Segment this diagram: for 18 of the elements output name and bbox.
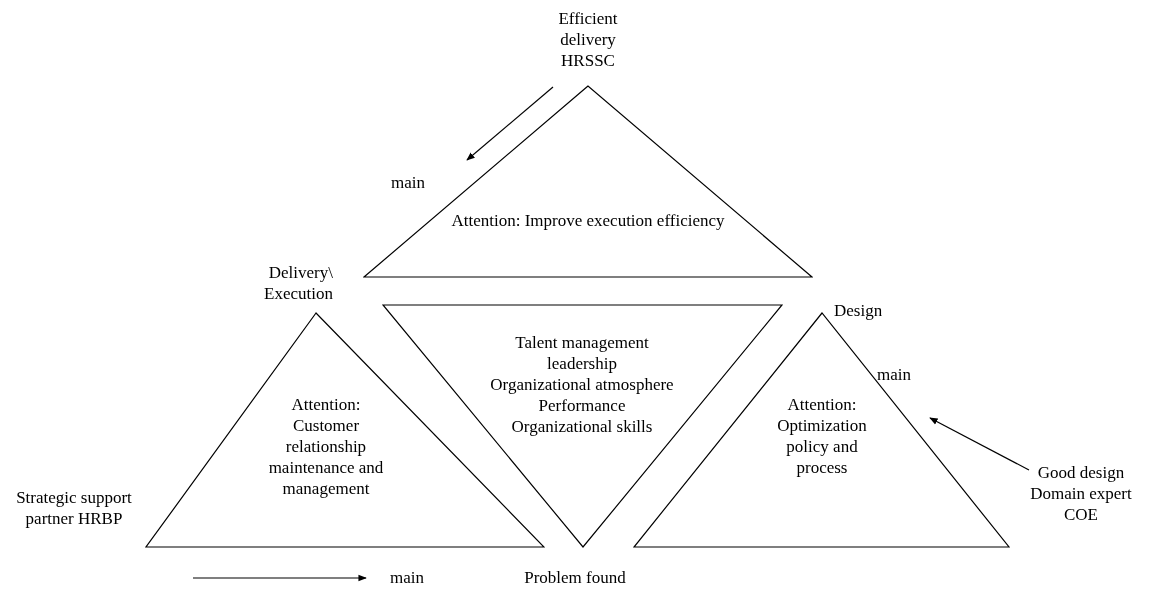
node-text: Performance xyxy=(537,395,627,416)
side-label: Design xyxy=(834,300,884,321)
role-caption: Strategic support partner HRBP xyxy=(15,487,133,529)
side-label: Delivery\ Execution xyxy=(263,262,333,304)
arrow-label: main xyxy=(390,567,425,588)
node-text: Organizational skills xyxy=(510,416,654,437)
role-caption: Efficient delivery HRSSC xyxy=(557,8,619,71)
node-text: Talent management xyxy=(514,332,650,353)
arrow-label: main xyxy=(877,364,912,385)
role-caption: Good design Domain expert COE xyxy=(1029,462,1133,525)
node-text: Attention: Optimization policy and process xyxy=(776,394,868,478)
node-text: leadership xyxy=(546,353,618,374)
arrow-label: main xyxy=(391,172,426,193)
node-text: Organizational atmosphere xyxy=(489,374,675,395)
node-text: Attention: Improve execution efficiency xyxy=(450,210,726,231)
node-text: Attention: Customer relationship maintenance and management xyxy=(267,394,385,499)
triangle-node xyxy=(363,85,813,278)
bottom-label: Problem found xyxy=(523,567,627,588)
